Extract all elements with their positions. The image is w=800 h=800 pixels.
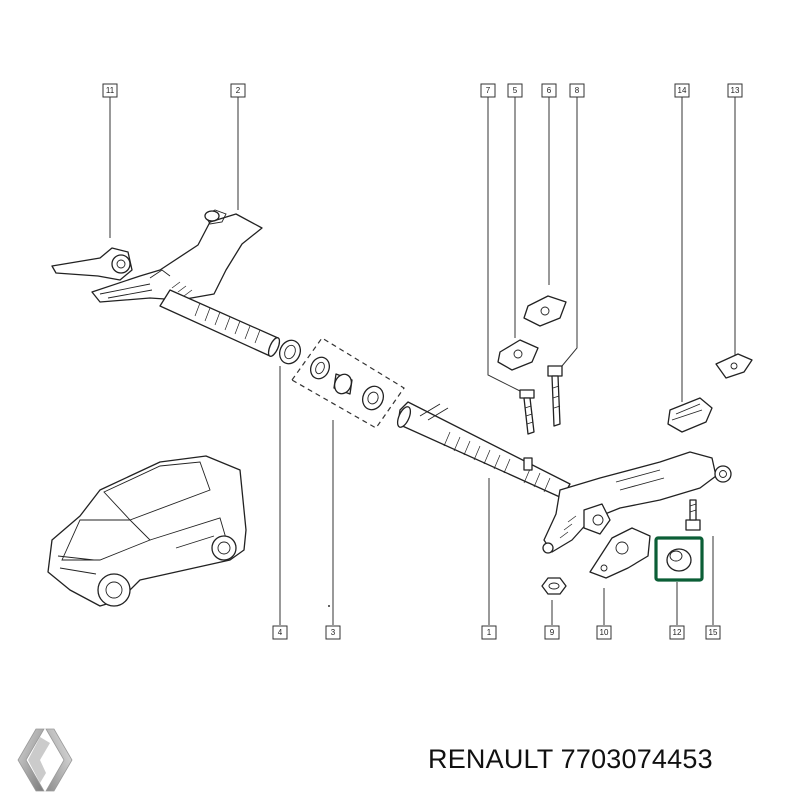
svg-text:1: 1 bbox=[487, 628, 492, 637]
callout-15: 15 bbox=[705, 625, 721, 640]
svg-text:5: 5 bbox=[513, 86, 518, 95]
bushing-part-12[interactable] bbox=[654, 536, 704, 582]
svg-text:11: 11 bbox=[106, 86, 115, 95]
svg-text:7: 7 bbox=[486, 86, 491, 95]
part-number-caption: RENAULT 7703074453 bbox=[428, 744, 713, 774]
vehicle-illustration bbox=[47, 455, 247, 607]
callout-13: 13 bbox=[727, 83, 743, 98]
callout-3: 3 bbox=[325, 625, 341, 640]
mounts-part-13-14 bbox=[667, 353, 753, 433]
axle-tube-part-1 bbox=[396, 401, 571, 499]
callout-10: 10 bbox=[596, 625, 612, 640]
callout-14: 14 bbox=[674, 83, 690, 98]
svg-text:9: 9 bbox=[550, 628, 555, 637]
callout-2: 2 bbox=[230, 83, 246, 98]
leader-lines bbox=[109, 97, 736, 625]
bracket-part-10 bbox=[589, 527, 651, 579]
callout-6: 6 bbox=[541, 83, 557, 98]
callout-5: 5 bbox=[507, 83, 523, 98]
callout-1: 1 bbox=[481, 625, 497, 640]
callout-8: 8 bbox=[569, 83, 585, 98]
svg-text:6: 6 bbox=[547, 86, 552, 95]
svg-text:4: 4 bbox=[278, 628, 283, 637]
svg-text:14: 14 bbox=[678, 86, 687, 95]
callout-7: 7 bbox=[480, 83, 496, 98]
svg-text:10: 10 bbox=[600, 628, 609, 637]
callout-11: 11 bbox=[102, 83, 118, 98]
rear-frame-left-assembly bbox=[51, 209, 263, 303]
svg-text:2: 2 bbox=[236, 86, 241, 95]
callout-12: 12 bbox=[669, 625, 685, 640]
part-12-highlight-frame bbox=[654, 536, 704, 582]
nut-part-9 bbox=[541, 577, 567, 595]
callout-labels: 11 2 7 5 6 8 14 13 4 3 1 9 10 12 15 bbox=[102, 83, 743, 640]
svg-text:8: 8 bbox=[575, 86, 580, 95]
svg-text:3: 3 bbox=[331, 628, 336, 637]
svg-text:15: 15 bbox=[709, 628, 718, 637]
callout-4: 4 bbox=[272, 625, 288, 640]
bearing-part-4 bbox=[278, 339, 302, 365]
rear-frame-right-assembly bbox=[542, 451, 732, 554]
bolts-and-plates bbox=[497, 295, 567, 435]
svg-text:12: 12 bbox=[673, 628, 682, 637]
bolt-part-15 bbox=[685, 499, 701, 531]
bushing-kit-part-3 bbox=[291, 337, 405, 429]
stray-dot bbox=[328, 605, 330, 607]
callout-9: 9 bbox=[544, 625, 560, 640]
left-torsion-tube bbox=[159, 289, 281, 357]
svg-text:13: 13 bbox=[731, 86, 740, 95]
renault-diamond-logo bbox=[17, 728, 73, 792]
